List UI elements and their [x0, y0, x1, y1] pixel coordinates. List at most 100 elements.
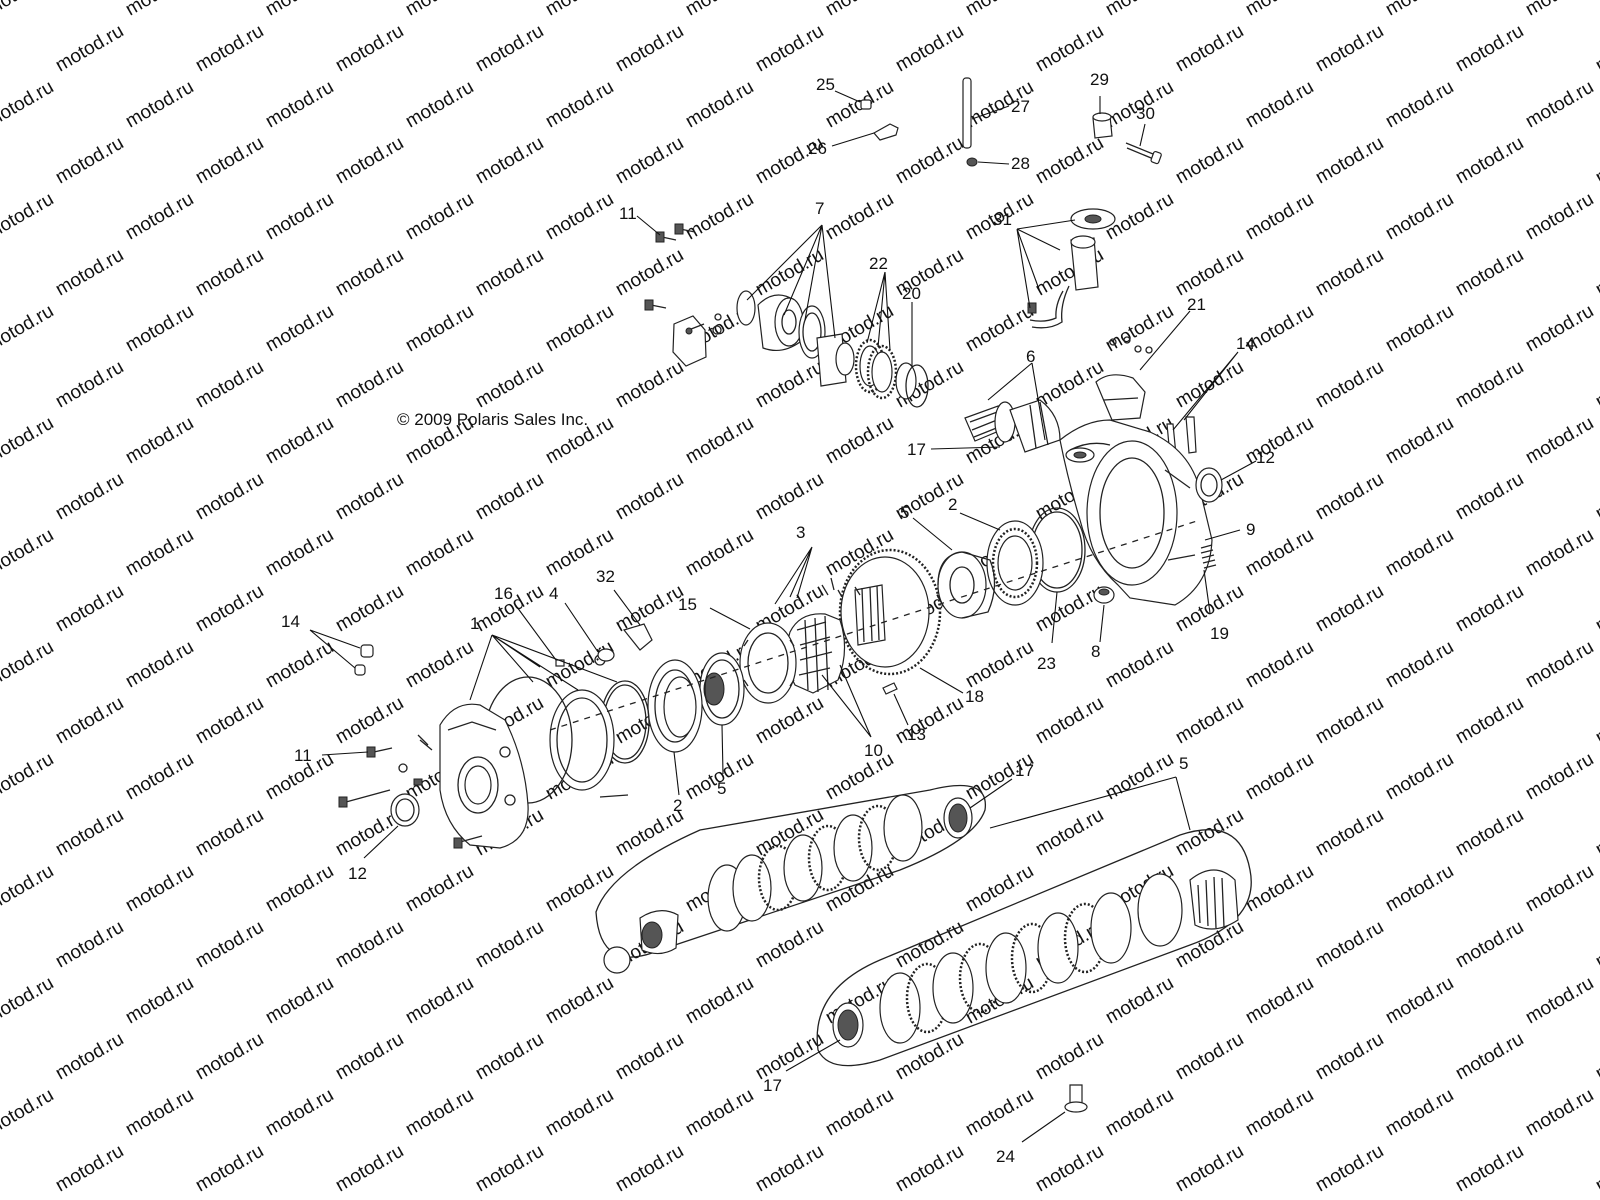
- watermark-text: motod.ru: [332, 21, 407, 77]
- watermark-text: motod.ru: [1452, 21, 1527, 77]
- callout-23: 23: [1037, 654, 1056, 673]
- callout-17-lower: 17: [763, 1076, 782, 1095]
- watermark-text: motod.ru: [52, 1029, 127, 1085]
- watermark-text: motod.ru: [962, 1197, 1037, 1200]
- watermark-text: motod.ru: [0, 525, 57, 581]
- watermark-text: motod.ru: [402, 973, 477, 1029]
- callout-5-right: 5: [1179, 754, 1188, 773]
- watermark-text: motod.ru: [472, 133, 547, 189]
- watermark-text: motod.ru: [612, 357, 687, 413]
- watermark-text: motod.ru: [0, 1085, 57, 1141]
- watermark-text: motod.ru: [542, 77, 617, 133]
- callout-26: 26: [808, 139, 827, 158]
- watermark-text: motod.ru: [122, 861, 197, 917]
- watermark-text: motod.ru: [472, 1029, 547, 1085]
- callout-16: 16: [494, 584, 513, 603]
- watermark-text: motod.ru: [472, 21, 547, 77]
- parts-drawing: [338, 77, 1252, 1113]
- watermark-text: motod.ru: [1452, 1029, 1527, 1085]
- watermark-text: motod.ru: [612, 581, 687, 637]
- watermark-text: motod.ru: [892, 1141, 967, 1197]
- watermark-text: motod.ru: [0, 637, 57, 693]
- watermark-text: motod.ru: [402, 1197, 477, 1200]
- watermark-text: motod.ru: [542, 973, 617, 1029]
- watermark-text: motod.ru: [1592, 21, 1600, 77]
- callout-14-upper: 14: [1236, 334, 1255, 353]
- watermark-text: motod.ru: [52, 357, 127, 413]
- part-22-rings: [854, 338, 898, 400]
- watermark-text: motod.ru: [542, 301, 617, 357]
- watermark-text: motod.ru: [262, 1085, 337, 1141]
- watermark-text: motod.ru: [1592, 693, 1600, 749]
- watermark-text: motod.ru: [122, 1197, 197, 1200]
- watermark-text: motod.ru: [52, 245, 127, 301]
- watermark-text: motod.ru: [192, 805, 267, 861]
- watermark-text: motod.ru: [682, 77, 757, 133]
- watermark-text: motod.ru: [962, 637, 1037, 693]
- watermark-text: motod.ru: [1242, 1085, 1317, 1141]
- part-1-cover: [417, 703, 529, 849]
- watermark-text: motod.ru: [1032, 21, 1107, 77]
- watermark-text: motod.ru: [402, 525, 477, 581]
- watermark-text: motod.ru: [1522, 637, 1597, 693]
- watermark-text: motod.ru: [262, 861, 337, 917]
- watermark-text: motod.ru: [1592, 357, 1600, 413]
- part-4-plug: [597, 648, 615, 662]
- watermark-text: motod.ru: [52, 1141, 127, 1197]
- watermark-text: motod.ru: [1312, 1141, 1387, 1197]
- watermark-text: motod.ru: [52, 581, 127, 637]
- watermark-text: motod.ru: [332, 469, 407, 525]
- callout-14-lower: 14: [281, 612, 300, 631]
- watermark-text: motod.ru: [192, 245, 267, 301]
- watermark-text: motod.ru: [962, 0, 1037, 20]
- watermark-text: motod.ru: [402, 189, 477, 245]
- watermark-text: motod.ru: [1312, 245, 1387, 301]
- part-29-bushing: [1092, 112, 1113, 139]
- watermark-text: motod.ru: [1102, 301, 1177, 357]
- callout-labels: 25 26 27 28 29 30 11 7 22 20 31 21 14 6 …: [281, 70, 1275, 1166]
- watermark-text: motod.ru: [612, 21, 687, 77]
- callout-24: 24: [996, 1147, 1015, 1166]
- watermark-text: motod.ru: [542, 1085, 617, 1141]
- callout-9: 9: [1246, 520, 1255, 539]
- watermark-text: motod.ru: [1312, 581, 1387, 637]
- watermark-text: motod.ru: [402, 861, 477, 917]
- watermark-text: motod.ru: [1032, 1141, 1107, 1197]
- watermark-text: motod.ru: [1032, 581, 1107, 637]
- watermark-text: motod.ru: [122, 189, 197, 245]
- callout-5-lower: 5: [717, 779, 726, 798]
- watermark-text: motod.ru: [262, 637, 337, 693]
- watermark-text: motod.ru: [262, 525, 337, 581]
- watermark-text: motod.ru: [1382, 189, 1457, 245]
- watermark-text: motod.ru: [1172, 133, 1247, 189]
- callout-1: 1: [470, 614, 479, 633]
- callout-2-lower: 2: [673, 796, 682, 815]
- watermark-text: motod.ru: [262, 973, 337, 1029]
- watermark-text: motod.ru: [332, 357, 407, 413]
- clutch-pack-detail-2: [816, 829, 1252, 1067]
- watermark-text: motod.ru: [822, 413, 897, 469]
- watermark-text: motod.ru: [192, 469, 267, 525]
- watermark-text: motod.ru: [0, 301, 57, 357]
- part-11-bolts-upper: [644, 223, 722, 367]
- watermark-text: motod.ru: [1242, 189, 1317, 245]
- watermark-text: motod.ru: [1102, 637, 1177, 693]
- part-20-snap-ring: [895, 362, 929, 408]
- watermark-text: motod.ru: [752, 21, 827, 77]
- watermark-text: motod.ru: [0, 749, 57, 805]
- part-2-race-upper: [986, 520, 1044, 606]
- callout-7: 7: [815, 199, 824, 218]
- watermark-text: motod.ru: [752, 469, 827, 525]
- watermark-text: motod.ru: [1242, 973, 1317, 1029]
- callout-8: 8: [1091, 642, 1100, 661]
- callout-17-upper: 17: [907, 440, 926, 459]
- callout-12-lower: 12: [348, 864, 367, 883]
- watermark-text: motod.ru: [682, 973, 757, 1029]
- clutch-pack-detail-1: [595, 784, 986, 974]
- watermark-text: motod.ru: [0, 861, 57, 917]
- watermark-text: motod.ru: [1172, 245, 1247, 301]
- watermark-text: motod.ru: [192, 1029, 267, 1085]
- watermark-text: motod.ru: [1382, 1085, 1457, 1141]
- watermark-text: motod.ru: [1172, 805, 1247, 861]
- watermark-text: motod.ru: [52, 917, 127, 973]
